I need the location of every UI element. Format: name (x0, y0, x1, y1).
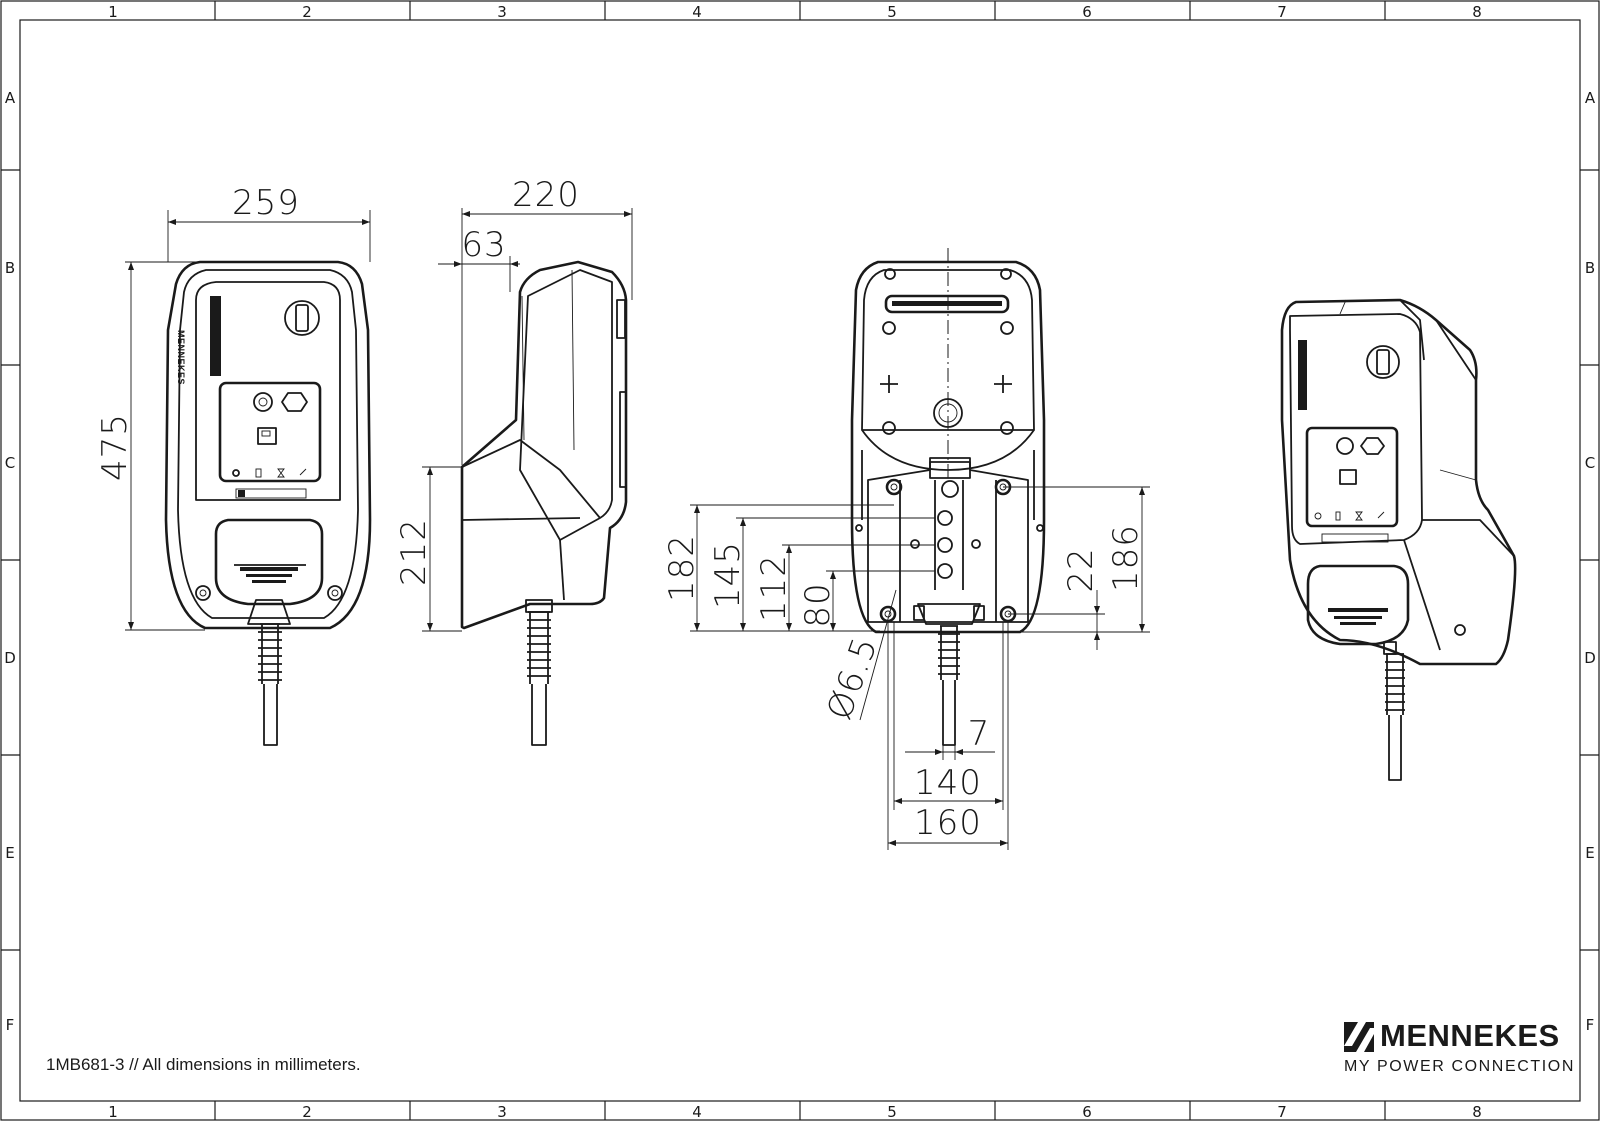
front-device-brand: MENNEKES (176, 330, 186, 386)
status-icons (232, 468, 307, 478)
drawing-note: 1MB681-3 // All dimensions in millimeter… (46, 1055, 361, 1074)
row-label-right: D (1584, 649, 1596, 667)
row-label-left: B (5, 259, 15, 277)
row-label-left: D (4, 649, 16, 667)
row-label-left: A (5, 89, 16, 107)
col-label-bottom: 4 (692, 1103, 702, 1121)
dim-front-width: 259 (232, 183, 300, 223)
logo-icon (210, 296, 221, 376)
col-label-top: 3 (497, 3, 507, 21)
dim-back-145: 145 (708, 541, 748, 609)
dim-back-182: 182 (662, 534, 702, 602)
col-label-bottom: 8 (1472, 1103, 1482, 1121)
row-label-right: C (1585, 454, 1595, 472)
col-label-top: 5 (887, 3, 897, 21)
dim-side-offset: 63 (461, 225, 506, 265)
col-label-top: 1 (108, 3, 118, 21)
row-label-right: A (1585, 89, 1596, 107)
col-label-top: 8 (1472, 3, 1482, 21)
dim-back-7: 7 (968, 714, 991, 754)
dim-side-depth: 220 (512, 175, 580, 215)
col-label-bottom: 2 (302, 1103, 312, 1121)
brand-tagline: MY POWER CONNECTION (1344, 1058, 1576, 1075)
row-label-left: C (5, 454, 15, 472)
row-label-right: F (1586, 1016, 1595, 1034)
col-label-bottom: 5 (887, 1103, 897, 1121)
dim-back-186: 186 (1106, 524, 1146, 592)
logo-icon (1344, 1022, 1374, 1052)
dim-back-112: 112 (754, 554, 794, 622)
brand-name: MENNEKES (1380, 1018, 1560, 1053)
row-label-left: F (6, 1016, 15, 1034)
col-label-top: 6 (1082, 3, 1092, 21)
col-label-bottom: 7 (1277, 1103, 1287, 1121)
dim-back-80: 80 (798, 582, 838, 627)
col-label-bottom: 6 (1082, 1103, 1092, 1121)
dim-side-height: 212 (394, 518, 434, 586)
dim-back-160: 160 (914, 803, 982, 843)
dim-back-140: 140 (914, 763, 982, 803)
col-label-top: 7 (1277, 3, 1287, 21)
col-label-top: 2 (302, 3, 312, 21)
dim-front-height: 475 (95, 413, 135, 481)
row-label-left: E (5, 844, 14, 862)
row-label-right: B (1585, 259, 1595, 277)
col-label-bottom: 1 (108, 1103, 118, 1121)
dim-hole-diameter: Ø6.5 (819, 632, 886, 725)
side-view: 220 63 212 (394, 175, 633, 746)
col-label-top: 4 (692, 3, 702, 21)
iso-view (1280, 298, 1517, 781)
row-label-right: E (1585, 844, 1594, 862)
front-view: 259 475 (95, 183, 372, 746)
key-switch-icon (284, 300, 320, 336)
back-view: 182 145 112 80 Ø6.5 7 140 160 (662, 248, 1150, 850)
dim-back-22: 22 (1061, 547, 1101, 592)
col-label-bottom: 3 (497, 1103, 507, 1121)
